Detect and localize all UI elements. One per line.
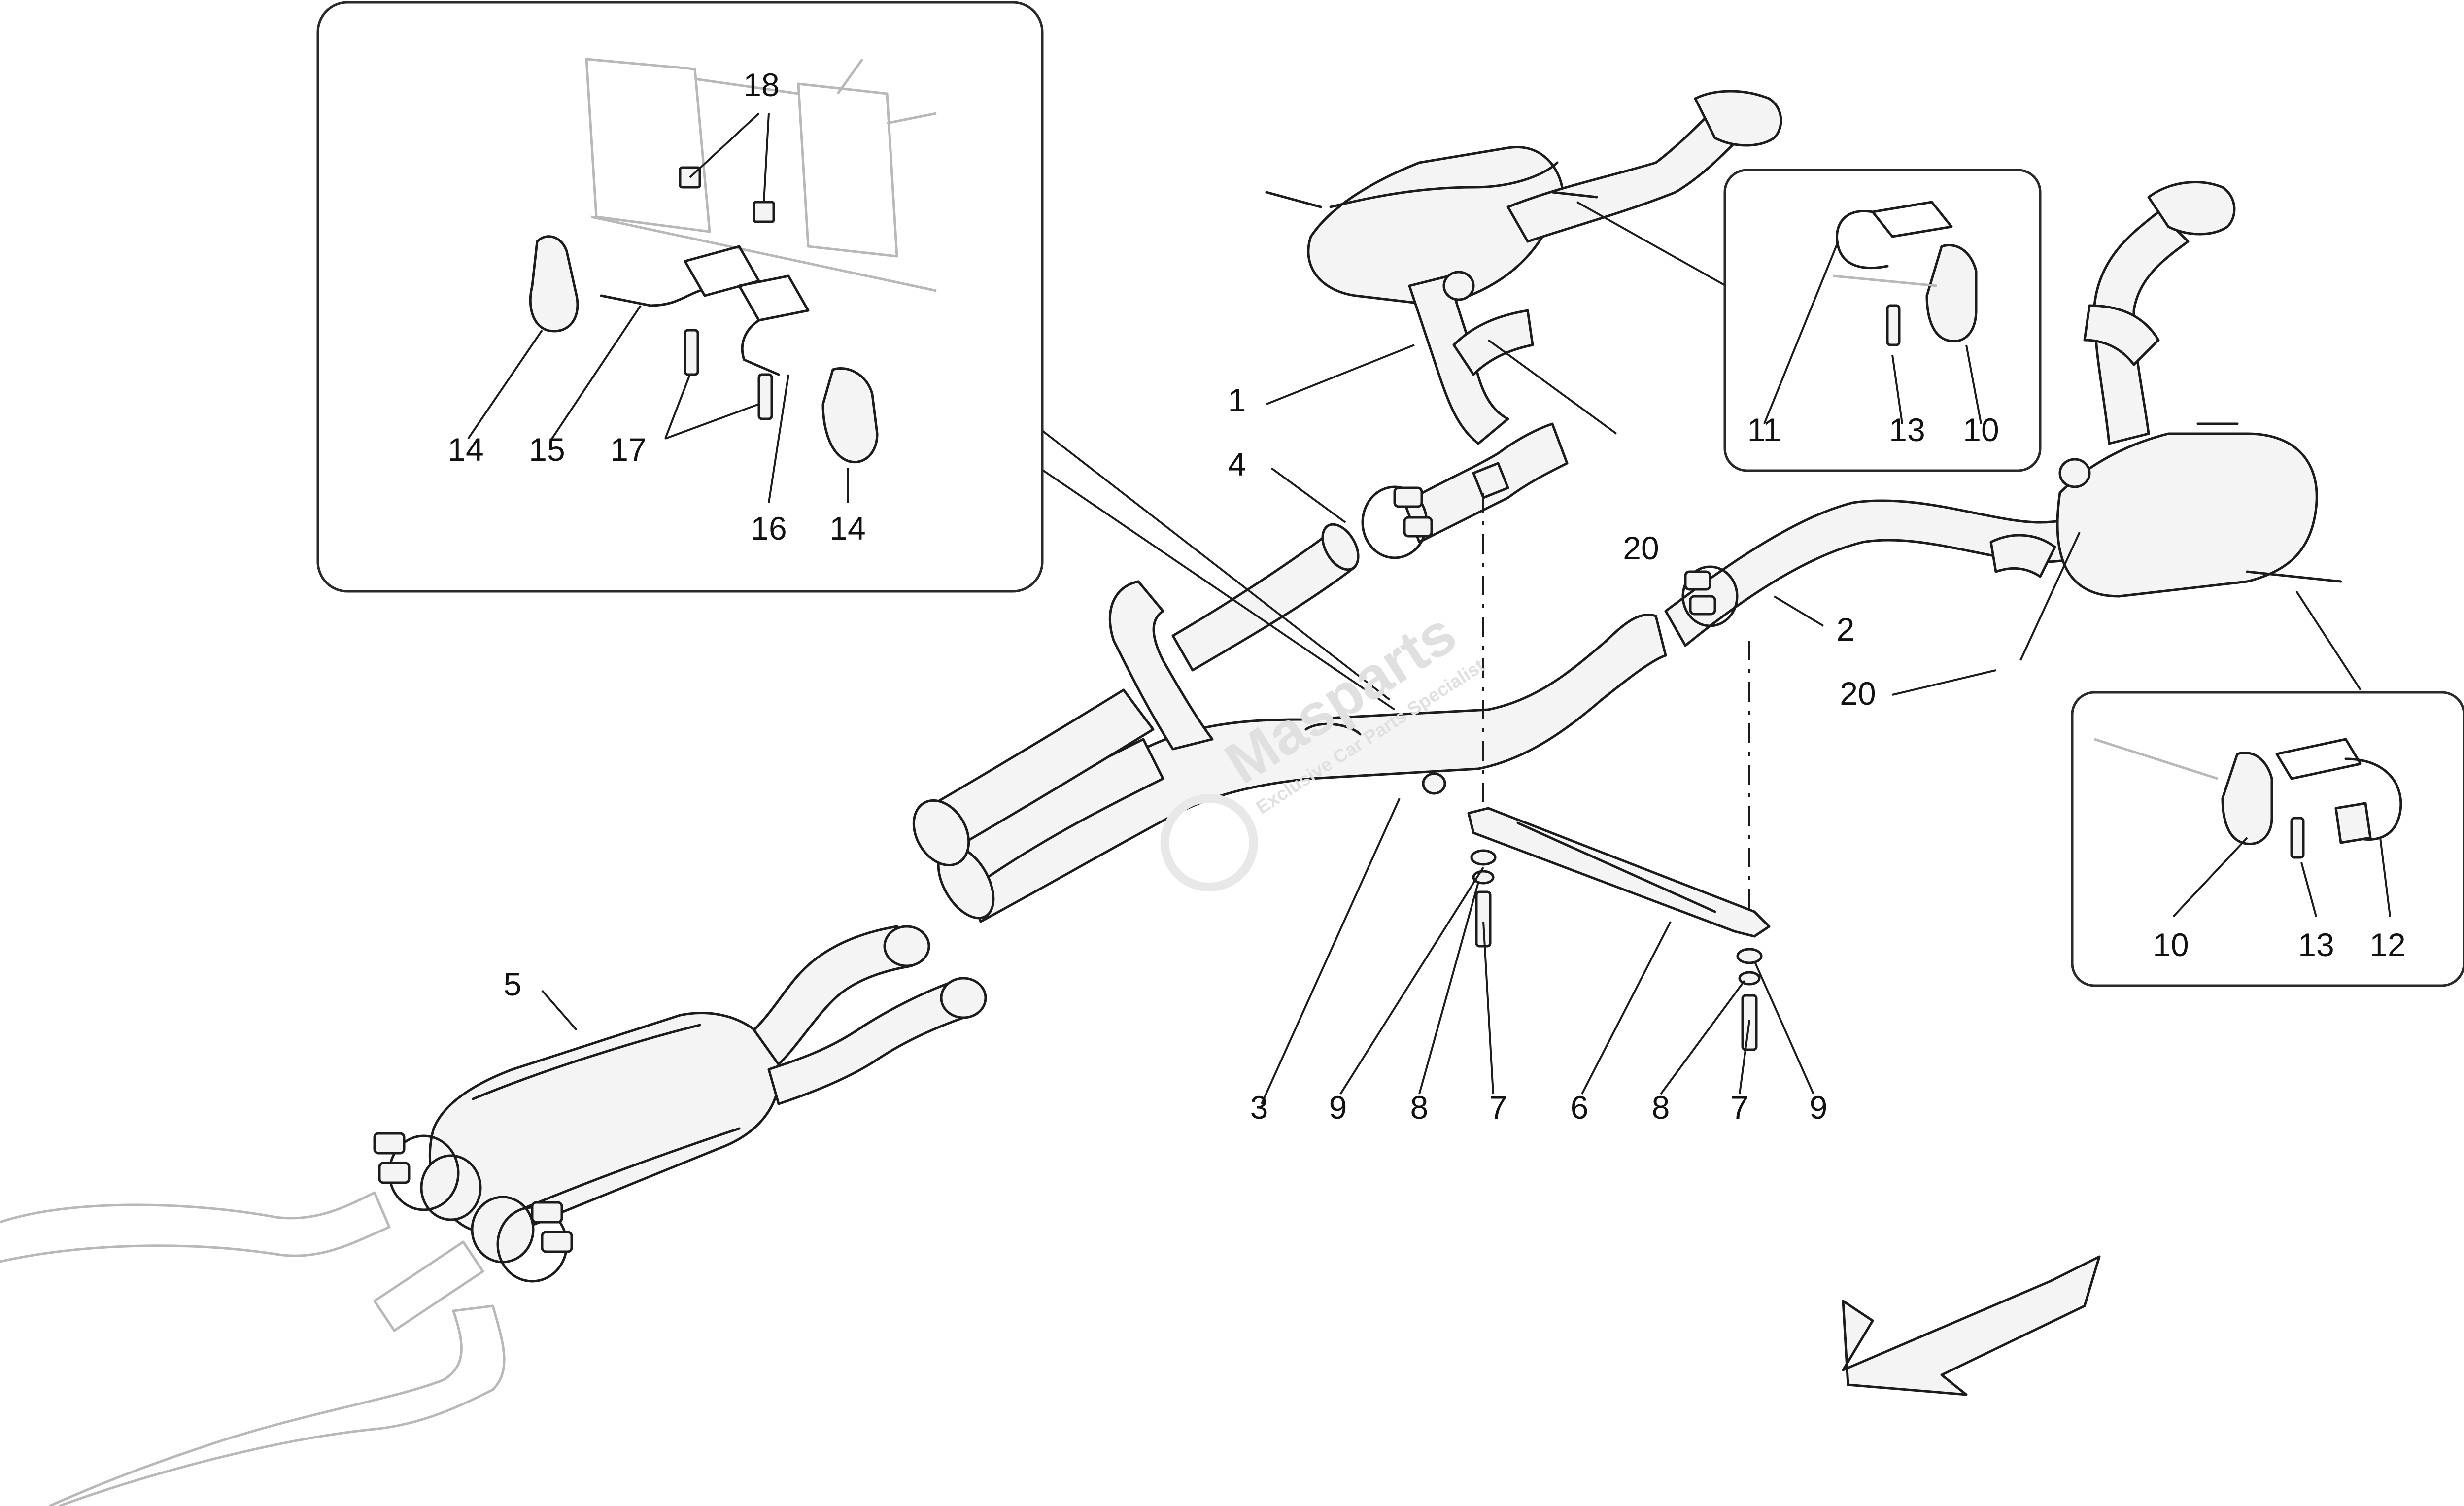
callout-4: 4: [1228, 446, 1246, 482]
callout-9-left: 9: [1329, 1089, 1347, 1126]
callout-13-upper: 13: [1889, 411, 1925, 448]
detail-box-hangers: [316, 1, 1044, 593]
callout-12: 12: [2369, 926, 2405, 963]
callout-8-left: 8: [1410, 1089, 1429, 1126]
callout-13-lower: 13: [2298, 926, 2334, 963]
callout-7-right: 7: [1731, 1089, 1749, 1126]
callout-16: 16: [751, 510, 787, 547]
ghost-front-pipes: [0, 1191, 506, 1506]
direction-arrow: [1842, 1255, 2101, 1396]
left-branch-pipe: [912, 688, 1155, 867]
callout-3: 3: [1250, 1089, 1268, 1126]
callout-6: 6: [1571, 1089, 1589, 1126]
fastener-stack-left: [1470, 849, 1497, 948]
fastener-stack-right: [1736, 948, 1763, 1051]
callout-10-upper: 10: [1963, 411, 1999, 448]
front-silencer: [420, 925, 987, 1264]
detail-box-leaders: [467, 112, 849, 503]
callout-20-left: 20: [1623, 530, 1659, 566]
callout-15: 15: [529, 431, 565, 468]
left-rear-muffler: [1265, 90, 1782, 445]
detail-box-right-upper: [1723, 169, 2042, 472]
callout-14-left: 14: [447, 431, 483, 468]
right-rear-muffler: [1664, 181, 2342, 647]
callout-10-lower: 10: [2153, 926, 2189, 963]
callout-5: 5: [504, 966, 522, 1002]
callout-9-right: 9: [1810, 1089, 1828, 1126]
detail-box-right-lower: [2071, 691, 2464, 987]
right-clamp: [1681, 565, 1739, 627]
callout-11: 11: [1747, 411, 1781, 448]
front-clamps: [373, 1132, 573, 1283]
leader-lines: [541, 201, 2361, 1104]
callout-2: 2: [1837, 611, 1855, 648]
callout-14-right: 14: [829, 510, 865, 547]
callout-18: 18: [743, 67, 779, 103]
callout-1: 1: [1228, 382, 1246, 418]
callout-17: 17: [610, 431, 646, 468]
callout-20-right: 20: [1840, 675, 1876, 712]
upper-pipe: [1171, 523, 1360, 672]
callout-8-right: 8: [1652, 1089, 1670, 1126]
cross-bracket: [1467, 807, 1771, 938]
callout-7-left: 7: [1489, 1089, 1507, 1126]
left-clamp: [1361, 422, 1569, 559]
